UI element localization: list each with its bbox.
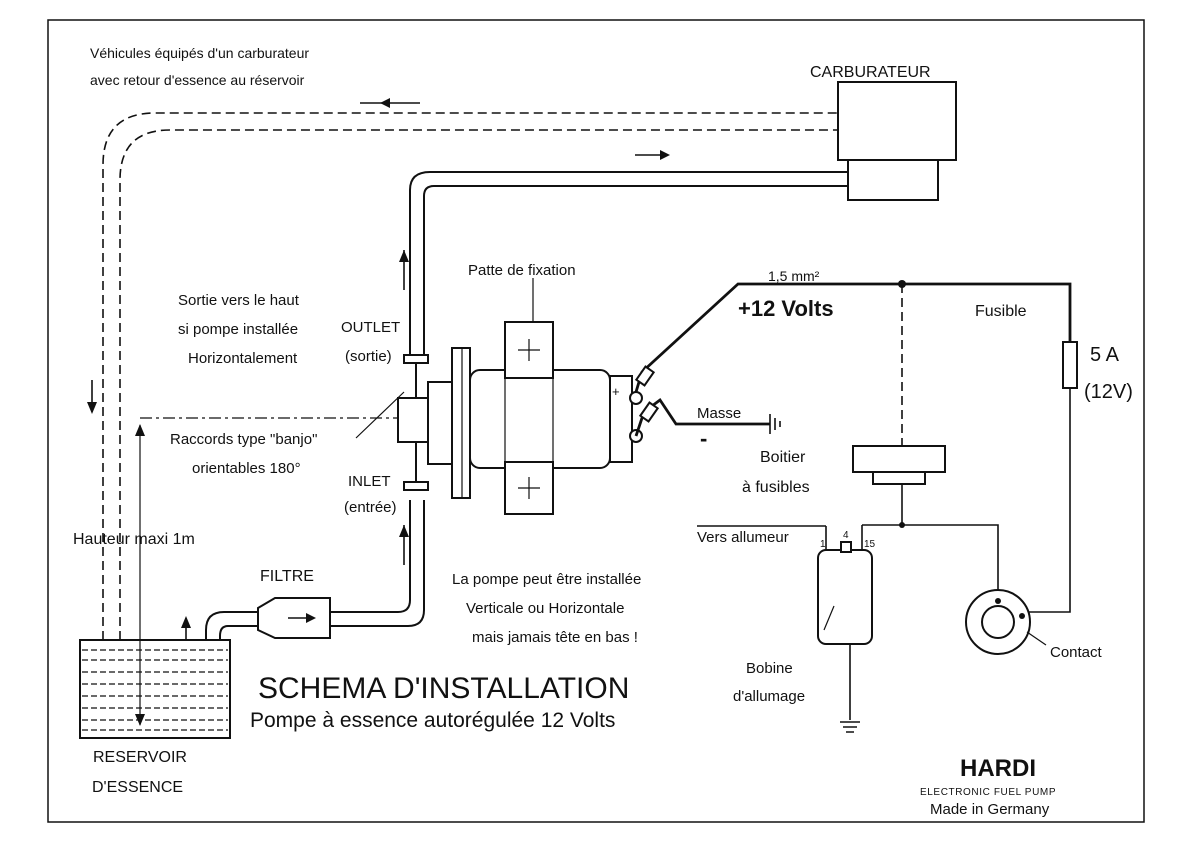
terminal-1-label: 1 (820, 539, 826, 550)
fuse-rating-amps: 5 A (1090, 344, 1120, 366)
banjo-note-line1: Raccords type "banjo" (170, 431, 317, 448)
outlet-label: OUTLET (341, 319, 400, 336)
fuse-rating-volts: (12V) (1084, 381, 1133, 403)
leader-lines (355, 278, 534, 439)
tank-label-line1: RESERVOIR (93, 749, 187, 766)
diagram-subtitle: Pompe à essence autorégulée 12 Volts (250, 709, 615, 732)
ignition-contact-label: Contact (1050, 644, 1103, 661)
fuel-tank (79, 639, 231, 739)
max-height-label: Hauteur maxi 1m (73, 531, 195, 548)
brand-name: HARDI (960, 755, 1036, 782)
install-note-line3: mais jamais tête en bas ! (472, 629, 638, 646)
height-dimension (135, 417, 420, 726)
wiring (634, 280, 1078, 733)
fuse-box-label-line1: Boitier (760, 449, 806, 466)
fuse-box-label-line2: à fusibles (742, 479, 810, 496)
distributor-label: Vers allumeur (697, 529, 789, 546)
return-line (102, 98, 838, 640)
diagram-frame (47, 19, 1145, 823)
brand-origin: Made in Germany (930, 801, 1050, 818)
tank-label-line2: D'ESSENCE (92, 779, 183, 796)
outlet-note-line2: si pompe installée (178, 321, 298, 338)
diagram-title: SCHEMA D'INSTALLATION (258, 672, 629, 705)
terminal-4-label: 4 (843, 530, 849, 541)
banjo-note-line2: orientables 180° (192, 460, 301, 477)
coil-label-line2: d'allumage (733, 688, 805, 705)
coil-label-line1: Bobine (746, 660, 793, 677)
fuel-pump (397, 321, 643, 515)
return-note-line2: avec retour d'essence au réservoir (90, 72, 305, 88)
bracket-label: Patte de fixation (468, 262, 576, 279)
minus-label: - (700, 426, 707, 451)
install-note-line1: La pompe peut être installée (452, 571, 641, 588)
outlet-note-line3: Horizontalement (188, 350, 298, 367)
brand-tagline: ELECTRONIC FUEL PUMP (920, 787, 1056, 798)
inlet-label: INLET (348, 473, 391, 490)
ground-label: Masse (697, 405, 741, 422)
carburetor (837, 81, 957, 201)
inlet-fr-label: (entrée) (344, 499, 397, 516)
filter-label: FILTRE (260, 568, 314, 585)
return-note-line1: Véhicules équipés d'un carburateur (90, 45, 309, 61)
install-note-line2: Verticale ou Horizontale (466, 600, 624, 617)
fuse-label: Fusible (975, 303, 1027, 320)
plus-12v-label: +12 Volts (738, 296, 834, 321)
wire-section-label: 1,5 mm² (768, 268, 820, 284)
outlet-fr-label: (sortie) (345, 348, 392, 365)
outlet-note-line1: Sortie vers le haut (178, 292, 300, 309)
plus-terminal-label: + (612, 384, 620, 399)
supply-pipe (87, 150, 848, 725)
fuel-filter (257, 597, 331, 639)
carburetor-label: CARBURATEUR (810, 64, 931, 81)
terminal-15-label: 15 (864, 539, 876, 550)
